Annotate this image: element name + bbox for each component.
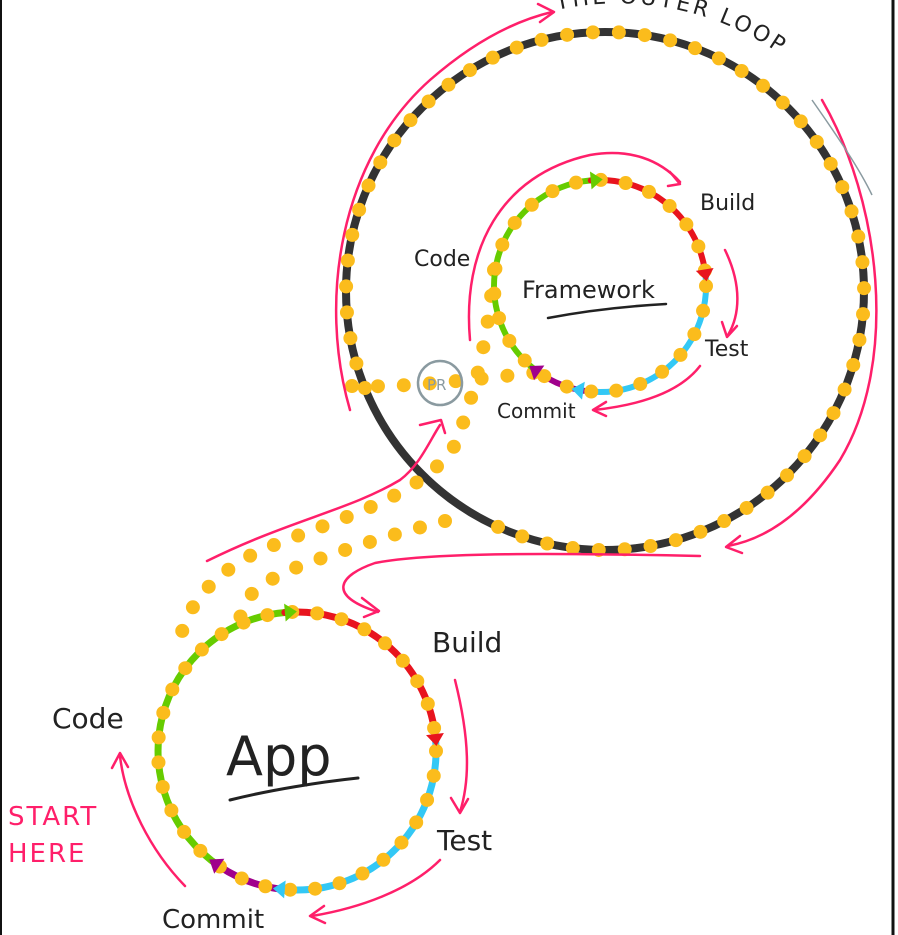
app-test-to-commit-arrow bbox=[310, 858, 442, 918]
framework-test-label: Test bbox=[704, 337, 749, 362]
app-title: App bbox=[226, 725, 332, 788]
app-build-label: Build bbox=[432, 626, 502, 659]
app-build-to-test-arrow bbox=[453, 678, 469, 814]
framework-commit-label: Commit bbox=[497, 399, 576, 423]
start-label-line1: START bbox=[8, 802, 98, 832]
app-test-arrowhead-icon bbox=[272, 880, 286, 899]
framework-build-to-test-arrow bbox=[723, 248, 739, 337]
framework-build-to-test-arrow-head-icon bbox=[720, 320, 739, 339]
app-commit-arrowhead-icon bbox=[209, 858, 225, 874]
framework-build-label: Build bbox=[700, 191, 755, 216]
framework-underline bbox=[546, 302, 668, 320]
outer-loop-right-arrow-head-icon bbox=[724, 534, 744, 555]
outer-loop-right-arrow bbox=[726, 98, 878, 548]
app-build-to-test-arrow-head-icon bbox=[449, 796, 470, 815]
app-commit-label: Commit bbox=[162, 905, 264, 935]
pr-circle-icon bbox=[416, 359, 464, 407]
app-build-arrowhead-icon bbox=[426, 732, 444, 746]
outer-to-app-arrow-head-icon bbox=[360, 596, 381, 619]
outer-to-app-dotted-lane bbox=[233, 514, 452, 639]
framework-build-arrowhead-icon bbox=[695, 268, 714, 282]
framework-ring-dots bbox=[487, 172, 713, 399]
commit-to-outer-arrow bbox=[205, 423, 442, 563]
framework-title: Framework bbox=[522, 276, 655, 304]
framework-code-to-build-arrow bbox=[467, 151, 682, 342]
outer-loop-left-arrow-head-icon bbox=[536, 2, 556, 24]
app-code-arrowhead-icon bbox=[284, 603, 297, 622]
start-label-line2: HERE bbox=[8, 839, 86, 869]
start-arrow-head-icon bbox=[110, 751, 130, 770]
framework-to-app-dotted-lane bbox=[171, 263, 501, 655]
pr-label: PR bbox=[427, 376, 446, 394]
framework-code-arrowhead-icon bbox=[589, 171, 603, 190]
framework-code-to-build-arrow-head-icon bbox=[666, 170, 682, 188]
app-code-label: Code bbox=[52, 702, 124, 735]
commit-to-outer-arrow-head-icon bbox=[418, 418, 447, 435]
outer-loop-left-arrow bbox=[334, 10, 554, 412]
outer-loop-dots bbox=[339, 25, 872, 558]
framework-test-to-commit-arrow bbox=[592, 364, 702, 412]
app-underline bbox=[228, 776, 360, 802]
framework-commit-arrowhead-icon bbox=[529, 365, 545, 381]
framework-test-arrowhead-icon bbox=[571, 381, 585, 400]
app-test-label: Test bbox=[436, 824, 492, 857]
framework-code-label: Code bbox=[414, 247, 470, 272]
outer-to-app-arrow bbox=[342, 552, 702, 614]
app-commit-segment bbox=[215, 862, 289, 893]
app-test-to-commit-arrow-head-icon bbox=[308, 904, 327, 925]
sketch-guide-line bbox=[811, 99, 873, 196]
start-arrow bbox=[118, 754, 187, 888]
framework-test-to-commit-arrow-head-icon bbox=[591, 400, 608, 418]
